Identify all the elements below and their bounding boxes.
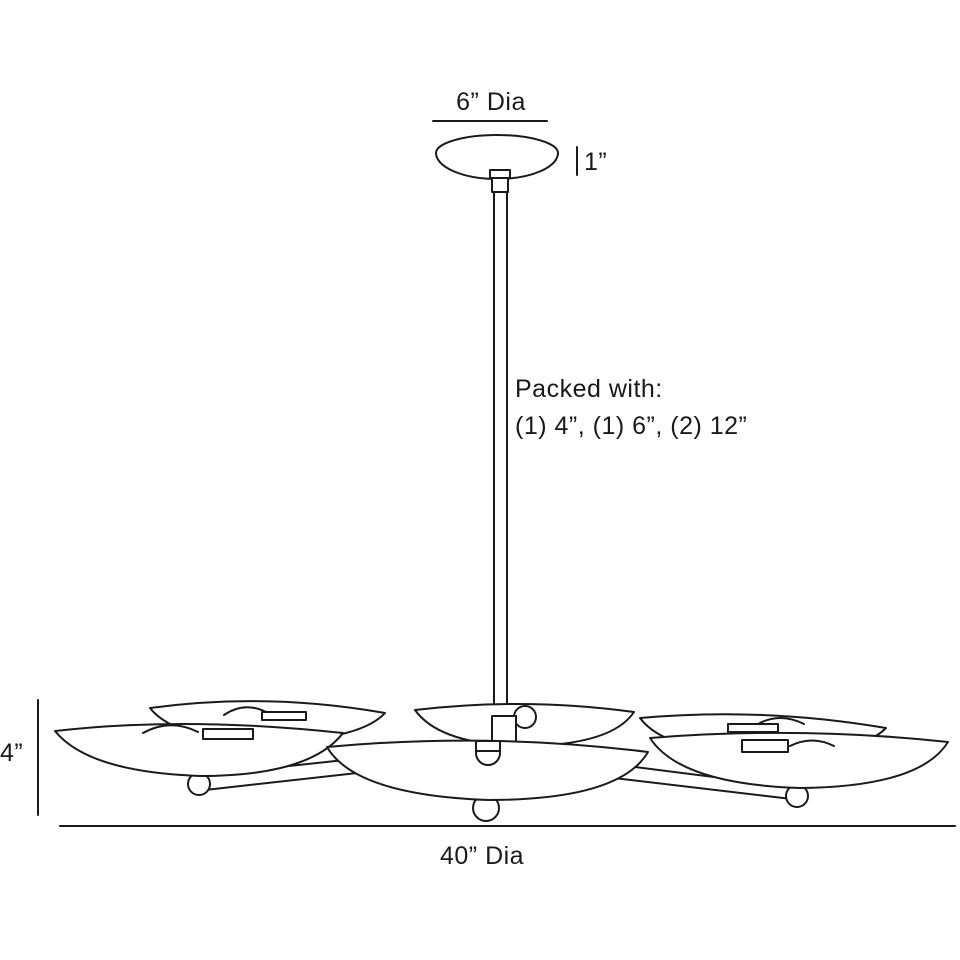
fixture-diameter-label: 40” Dia: [440, 842, 525, 870]
shade-front-right: [649, 731, 949, 789]
canopy-hardware: [489, 169, 511, 179]
downrod: [493, 191, 508, 715]
shade-front-center: [326, 739, 649, 801]
canopy: [435, 134, 559, 180]
packing-note-items: (1) 4”, (1) 6”, (2) 12”: [515, 412, 748, 440]
canopy-height-label: 1”: [584, 148, 608, 176]
fixture-height-label: 4”: [0, 739, 24, 767]
shade-back-center: [414, 702, 635, 747]
packing-note-title: Packed with:: [515, 375, 663, 403]
shade-front-left: [54, 722, 344, 777]
canopy-hardware-collar: [491, 177, 509, 193]
canopy-diameter-label: 6” Dia: [456, 88, 526, 116]
